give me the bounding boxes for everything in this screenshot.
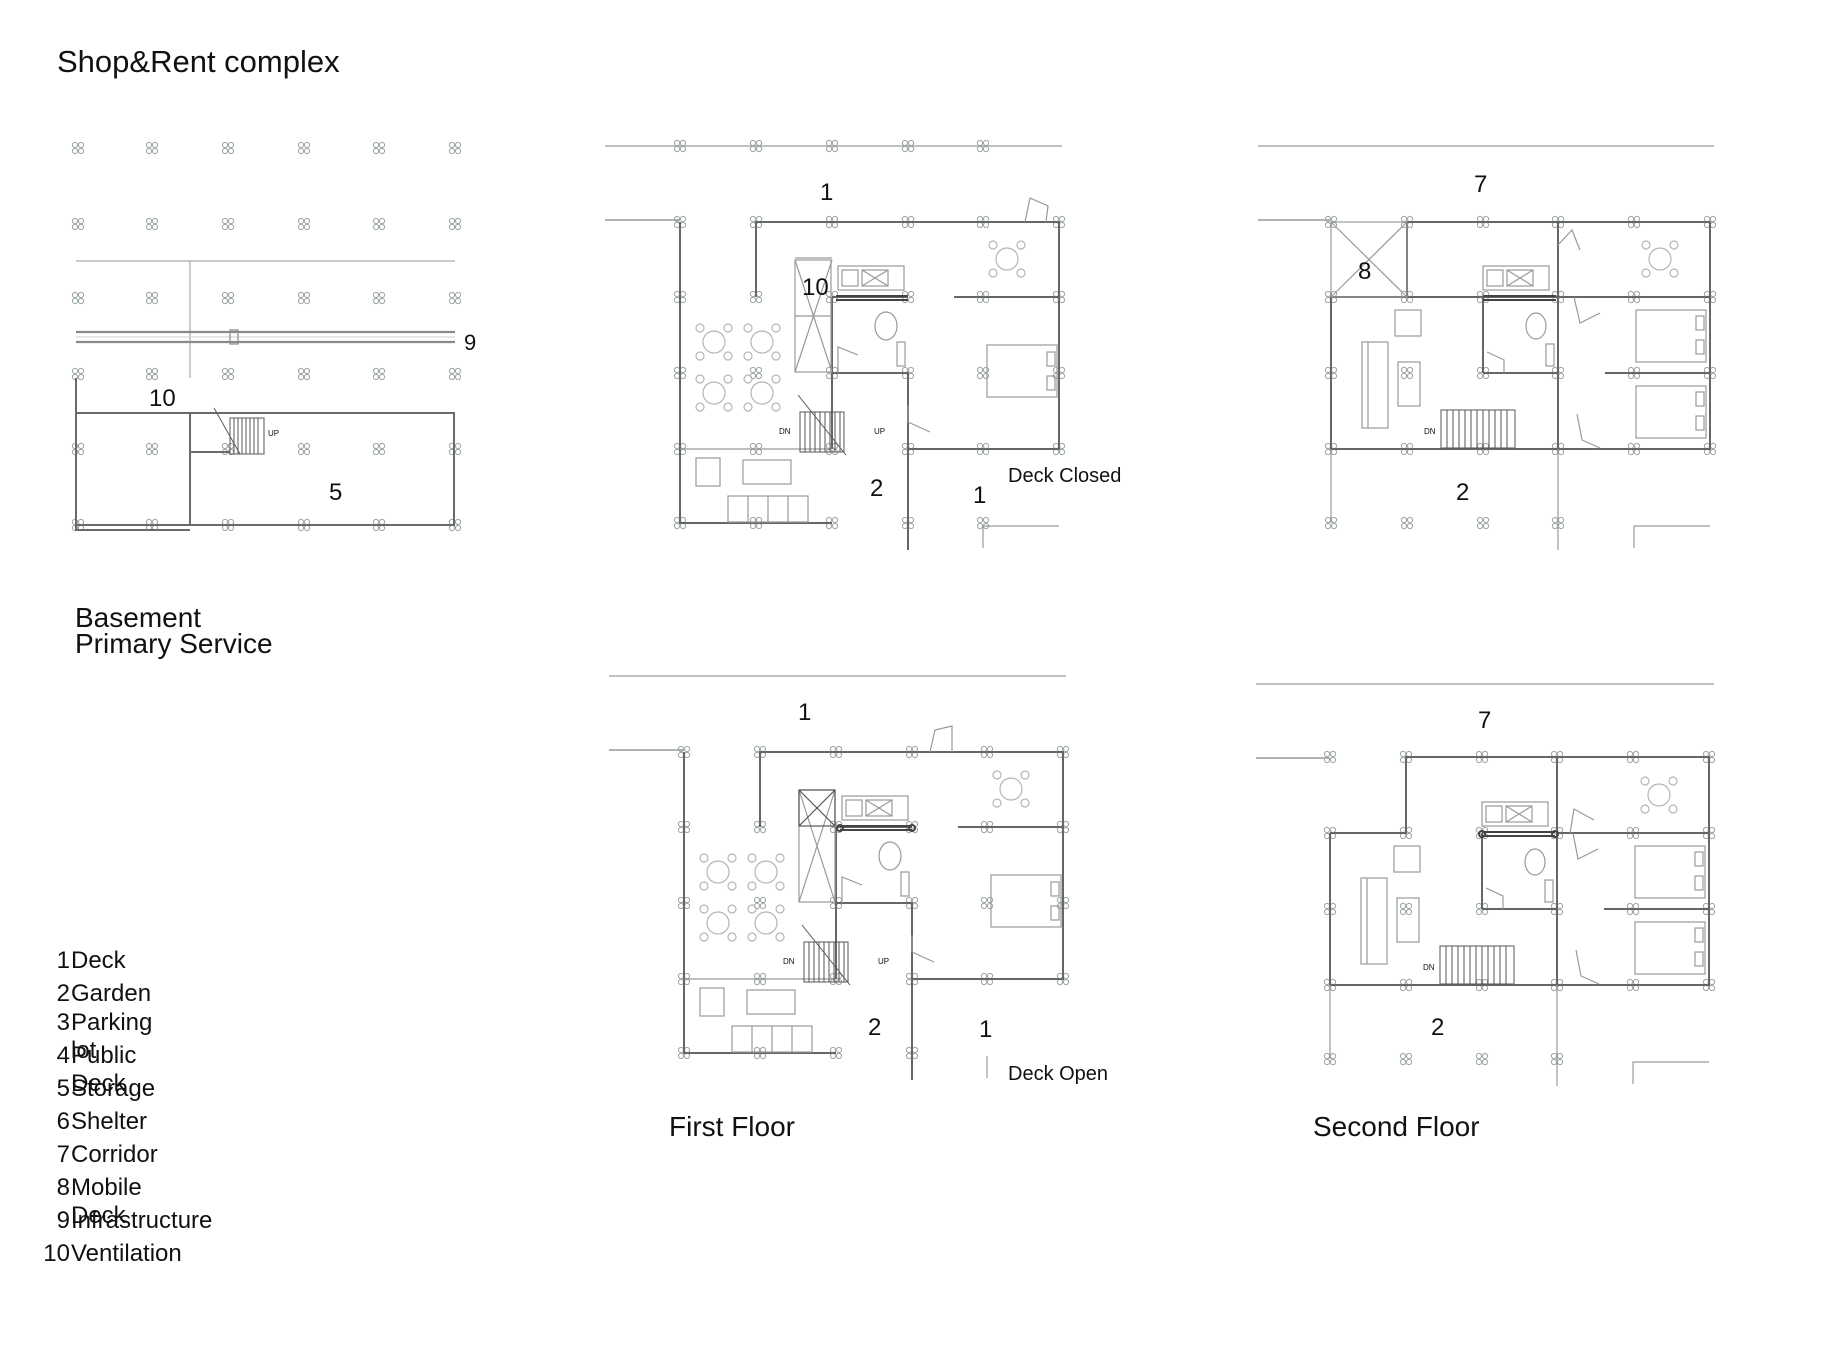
basement-subcaption: Primary Service xyxy=(75,628,273,659)
basement-plan xyxy=(71,141,462,532)
first-floor-closed-plan xyxy=(605,139,1066,550)
label-garden: 2 xyxy=(870,475,883,502)
stair-dn-label: DN xyxy=(1424,427,1436,436)
ff2-stair xyxy=(801,924,851,986)
stair-up-label: UP xyxy=(268,429,279,438)
stair-dn-label: DN xyxy=(779,427,791,436)
label-mobile-deck: 8 xyxy=(1358,258,1371,285)
label-deck-right-open: 1 xyxy=(979,1016,992,1043)
first-floor-caption: First Floor xyxy=(669,1111,795,1142)
label-deck-right: 1 xyxy=(973,482,986,509)
first-floor-open-plan xyxy=(609,675,1070,1080)
stair-dn-label: DN xyxy=(1423,963,1435,972)
label-ventilation: 10 xyxy=(149,385,176,412)
basement-stair xyxy=(213,407,265,455)
deck-status-closed: Deck Closed xyxy=(1008,465,1121,487)
stair-dn-label: DN xyxy=(783,957,795,966)
label-garden-sf-open: 2 xyxy=(1431,1014,1444,1041)
deck-status-open: Deck Open xyxy=(1008,1063,1108,1085)
label-infrastructure: 9 xyxy=(464,330,476,355)
label-deck-top: 1 xyxy=(820,179,833,206)
label-storage: 5 xyxy=(329,479,342,506)
second-floor-caption: Second Floor xyxy=(1313,1111,1480,1142)
ff1-columns xyxy=(673,139,1066,530)
label-ventilation-ff: 10 xyxy=(802,274,829,301)
label-garden-open: 2 xyxy=(868,1014,881,1041)
label-corridor: 7 xyxy=(1474,171,1487,198)
label-garden-sf: 2 xyxy=(1456,479,1469,506)
sf1-stair xyxy=(1440,409,1516,449)
sf2-stair xyxy=(1439,945,1515,985)
label-corridor-open: 7 xyxy=(1478,707,1491,734)
page-title: Shop&Rent complex xyxy=(57,44,340,79)
stair-up-label: UP xyxy=(874,427,885,436)
label-deck-top-open: 1 xyxy=(798,699,811,726)
ff1-stair xyxy=(797,394,847,456)
second-floor-open-plan xyxy=(1256,683,1716,1086)
stair-up-label: UP xyxy=(878,957,889,966)
second-floor-closed-plan xyxy=(1258,145,1717,550)
basement-caption: Basement xyxy=(75,602,202,633)
